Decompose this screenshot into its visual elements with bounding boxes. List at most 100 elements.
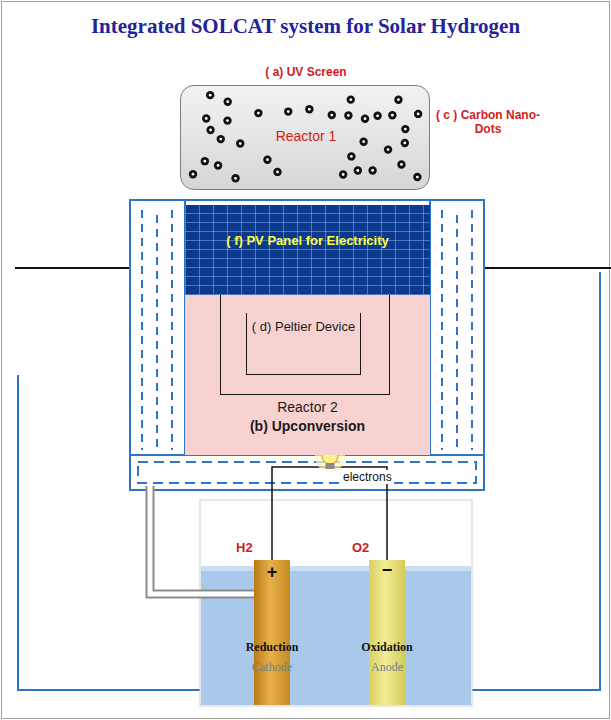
- dot-ring: [201, 157, 209, 165]
- dash-line: [456, 215, 458, 450]
- dot-core: [226, 100, 229, 103]
- reactor-box: ( a) UV ScreenReactor 1: [180, 85, 430, 190]
- dot-ring: [401, 139, 409, 147]
- dot-ring: [206, 91, 214, 99]
- jacket-bottom: [130, 455, 484, 490]
- nano-dot: [388, 111, 396, 119]
- dot-core: [266, 158, 269, 161]
- panel-label: ( f) PV Panel for Electricity: [185, 233, 430, 249]
- peltier-device: ( d) Peltier Device: [220, 295, 390, 395]
- dot-core: [416, 176, 419, 179]
- water-surface: [201, 566, 471, 571]
- dot-ring: [328, 111, 336, 119]
- nano-dot: [368, 166, 376, 174]
- nano-dot: [347, 95, 355, 103]
- dot-ring: [413, 173, 421, 181]
- reactor-label: Reactor 2: [185, 399, 430, 416]
- dot-core: [397, 98, 400, 101]
- dot-ring: [273, 168, 281, 176]
- nano-dot: [384, 145, 392, 153]
- dot-ring: [224, 97, 232, 105]
- nano-dot: [231, 174, 239, 182]
- dot-core: [203, 160, 206, 163]
- nano-dot: [263, 155, 271, 163]
- reactor-label: Reactor 1: [181, 128, 431, 145]
- jacket-column: [430, 200, 484, 470]
- nano-dot: [217, 135, 225, 143]
- dot-ring: [388, 111, 396, 119]
- reaction-label: Oxidation: [347, 640, 427, 654]
- nano-dot: [305, 105, 313, 113]
- jacket-column: [130, 200, 185, 470]
- dot-core: [234, 177, 237, 180]
- nano-dot: [223, 116, 231, 124]
- dot-ring: [359, 137, 367, 145]
- dot-core: [387, 148, 390, 151]
- nano-dot: [236, 139, 244, 147]
- nano-dot: [339, 170, 347, 178]
- dot-ring: [373, 112, 381, 120]
- gas-label: H2: [236, 540, 253, 556]
- dash-line: [171, 210, 173, 450]
- nano-dot: [328, 111, 336, 119]
- dash-line: [471, 210, 473, 450]
- nano-dot: [344, 111, 352, 119]
- dot-ring: [397, 160, 405, 168]
- dot-core: [226, 119, 229, 122]
- nano-dot: [413, 173, 421, 181]
- dot-core: [391, 114, 394, 117]
- dot-ring: [347, 95, 355, 103]
- nano-dot: [284, 107, 292, 115]
- dot-ring: [254, 109, 262, 117]
- dot-ring: [305, 105, 313, 113]
- electrolysis-cell: [200, 500, 472, 706]
- pipe-wall: [150, 486, 258, 594]
- dot-core: [276, 171, 279, 174]
- nano-dot: [189, 170, 197, 178]
- dot-core: [219, 138, 222, 141]
- nano-dot: [401, 139, 409, 147]
- dot-core: [347, 114, 350, 117]
- water-pipe: [150, 486, 258, 594]
- dot-core: [356, 169, 359, 172]
- reaction-label: Reduction: [232, 640, 312, 654]
- cell-frame: [200, 500, 472, 706]
- dot-ring: [394, 96, 402, 104]
- dot-ring: [223, 116, 231, 124]
- nano-dot: [414, 110, 422, 118]
- dot-core: [362, 140, 365, 143]
- nano-dot: [254, 109, 262, 117]
- nano-dot: [206, 91, 214, 99]
- dot-ring: [354, 166, 362, 174]
- dot-core: [403, 142, 406, 145]
- dot-ring: [368, 166, 376, 174]
- dot-ring: [202, 114, 210, 122]
- dot-core: [217, 164, 220, 167]
- dot-core: [209, 129, 212, 132]
- dot-core: [330, 114, 333, 117]
- dot-core: [257, 112, 260, 115]
- dot-core: [205, 117, 208, 120]
- dash-line: [141, 210, 143, 450]
- electrode-plate: [369, 560, 405, 705]
- nano-dot: [206, 126, 214, 134]
- nano-dot: [201, 157, 209, 165]
- pipe-bore: [150, 486, 258, 594]
- dot-ring: [284, 107, 292, 115]
- nano-dot: [397, 160, 405, 168]
- electrode-label: Anode: [347, 660, 427, 674]
- nano-dot: [401, 125, 409, 133]
- nano-dot: [347, 152, 355, 160]
- dot-ring: [384, 145, 392, 153]
- anode-electrode: −OxidationAnode: [347, 560, 427, 705]
- dot-ring: [189, 170, 197, 178]
- dot-core: [342, 173, 345, 176]
- gas-label: O2: [352, 540, 369, 556]
- water-jacket: [130, 200, 484, 490]
- dot-ring: [214, 161, 222, 169]
- dot-ring: [231, 174, 239, 182]
- dash-line: [441, 210, 443, 450]
